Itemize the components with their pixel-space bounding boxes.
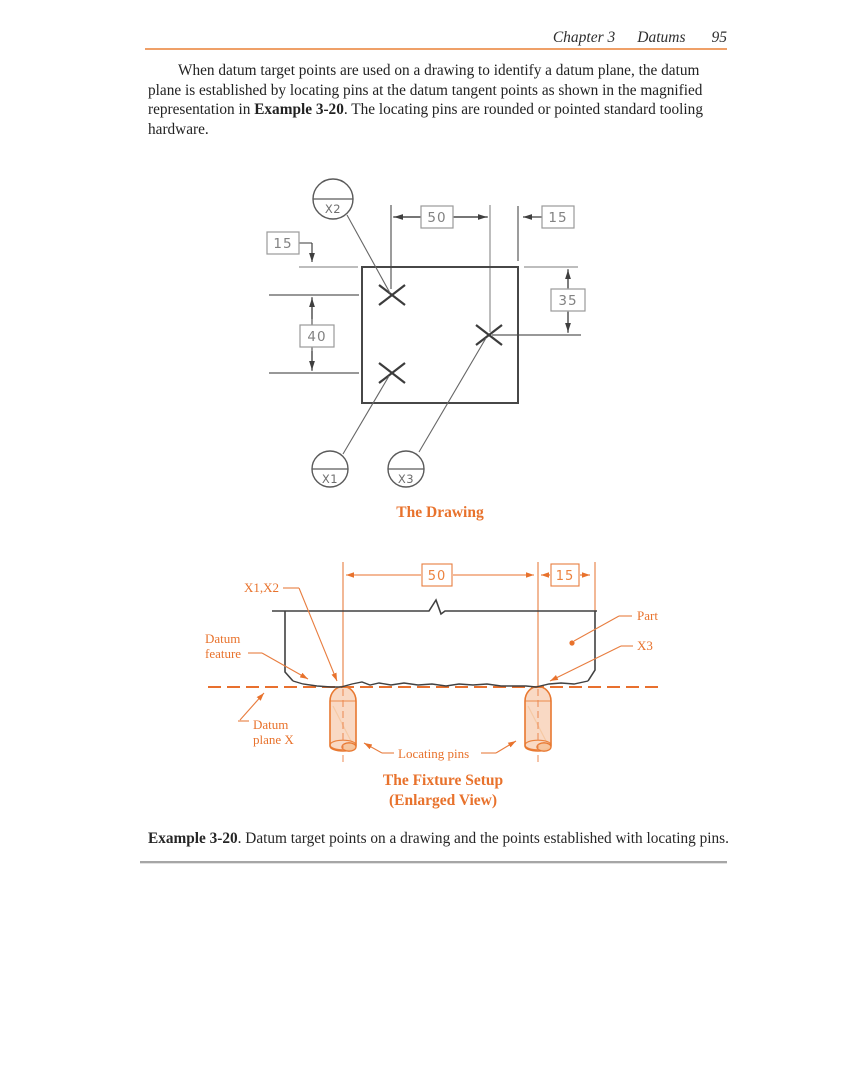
datum-target-symbol-x3: X3 [387,450,425,488]
dim-right-offset: 15 [548,210,567,226]
example-caption-number: Example 3-20 [148,830,238,847]
label-part: Part [637,608,658,623]
drawing-dimension-boxes [266,205,586,348]
example-caption-text: . Datum target points on a drawing and t… [237,830,729,847]
fixture-extension-lines [342,562,596,688]
example-caption: Example 3-20. Datum target points on a d… [148,828,734,849]
fixture-dim-width-50: 50 [428,569,447,584]
drawing-view-title: The Drawing [396,504,484,521]
datum-target-x-marks [378,284,503,384]
header-rule [145,48,727,50]
datum-target-symbol-x1: X1 [311,450,349,488]
part-left-edge [284,611,294,682]
dim-right-height-35: 35 [558,293,577,309]
header-section: Datums [637,29,686,46]
part-top-edge-with-break [272,598,597,616]
label-datum-feature-line1: Datum [205,631,240,646]
datum-target-label-x3: X3 [398,472,414,486]
datum-target-label-x1: X1 [322,472,338,486]
label-x1-x2: X1,X2 [244,580,279,595]
drawing-extension-lines [269,205,581,374]
part-outline-rect [361,266,519,404]
caption-rule [140,861,727,864]
fixture-view-title-line2: (Enlarged View) [389,792,497,809]
label-x3: X3 [637,638,653,653]
intro-paragraph: When datum target points are used on a d… [148,61,729,139]
intro-text-after: . The locating pins are rounded or point… [148,101,703,138]
dim-left-offset: 15 [273,236,292,252]
header-page-number: 95 [711,29,728,46]
fixture-view-title-line1: The Fixture Setup [383,772,503,789]
locating-pin-left [329,685,357,762]
datum-target-symbol-x2: X2 [312,178,354,220]
header-chapter: Chapter 3 [552,29,616,46]
part-leader-dot [569,640,575,646]
label-datum-plane-line1: Datum [253,717,288,732]
drawing-view: X2 X1 X3 15 50 15 40 [266,178,586,521]
part-wavy-bottom-edge [292,680,589,688]
locating-pin-right [524,685,552,762]
datum-target-leaders [342,214,487,455]
dim-left-height-40: 40 [307,329,326,345]
fixture-view: 50 15 [205,562,660,809]
label-locating-pins: Locating pins [398,746,469,761]
intro-example-ref: Example 3-20 [254,101,344,119]
intro-text-before: When datum target points are used on a d… [148,62,703,119]
part-right-edge [587,611,596,682]
drawing-dimension-arrows [309,214,571,370]
running-header: Chapter 3 Datums 95 [140,29,727,47]
label-datum-feature-line2: feature [205,646,241,661]
fixture-dimension-boxes [421,563,580,587]
fixture-label-leaders [238,587,633,754]
dim-width-50: 50 [427,210,446,226]
fixture-part-outline [272,598,597,688]
drawing-light-extension-lines [299,205,578,332]
datum-target-label-x2: X2 [325,202,341,216]
fixture-dim-right-15: 15 [556,569,575,584]
label-datum-plane-line2: plane X [253,732,294,747]
